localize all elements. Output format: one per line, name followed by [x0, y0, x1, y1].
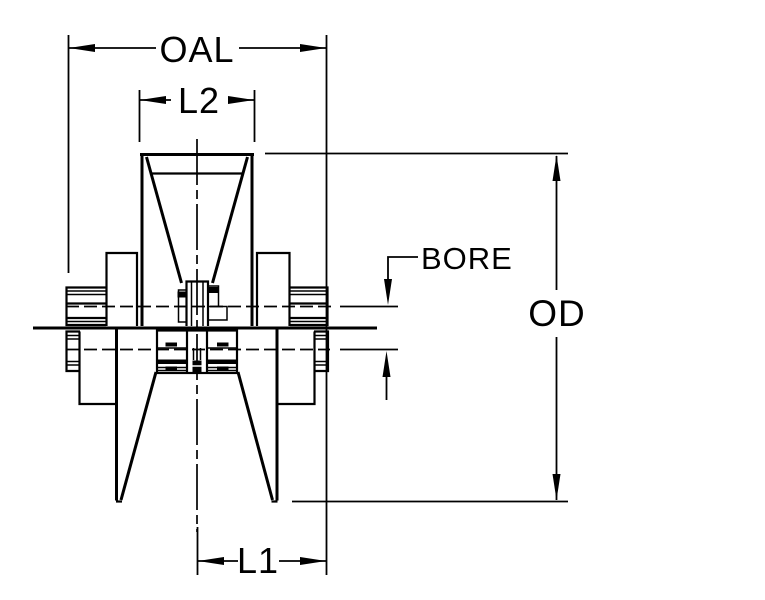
lower-hub-right-key — [217, 342, 229, 347]
lower-hub-left-pad — [165, 366, 177, 370]
upper-hub-blocks — [105, 251, 291, 326]
oal-arrowhead-right — [300, 44, 326, 52]
upper-left-stub-outline — [65, 286, 106, 327]
oal-arrowhead-left — [69, 44, 95, 52]
lower-left-stub-outline — [65, 330, 80, 373]
l1-arrowhead-left — [198, 557, 224, 565]
hub-left-lock-bar — [177, 291, 187, 298]
l1-label: L1 — [237, 540, 279, 581]
od-arrowhead-up — [552, 155, 561, 181]
l2-dimension: L2 — [138, 80, 256, 142]
od-arrowhead-down — [552, 474, 561, 500]
upper-hub-detail — [177, 280, 228, 326]
oal-label: OAL — [159, 29, 234, 70]
upper-left-stub-ribs — [66, 290, 106, 323]
oal-dimension: OAL — [67, 29, 328, 575]
lower-hub-outline — [155, 329, 239, 375]
lower-right-hub-block — [277, 331, 316, 406]
left-leg-inner — [119, 371, 158, 501]
bore-dimension: BORE — [340, 241, 513, 400]
bore-arrowhead-down — [384, 279, 392, 305]
lower-hub-right-bar — [207, 359, 237, 364]
l1-arrowhead-right — [300, 557, 326, 565]
hub-left-step — [177, 289, 187, 307]
lower-shaft-stubs — [65, 330, 330, 373]
lower-right-stub-outline — [314, 330, 330, 373]
upper-right-hub-block — [255, 251, 291, 326]
l2-label: L2 — [178, 80, 220, 121]
upper-right-stub-outline — [290, 286, 329, 327]
hub-right-lower-step — [208, 305, 228, 321]
right-leg-inner — [236, 371, 274, 501]
lower-hub-assembly — [155, 329, 239, 375]
lower-hub-blocks — [78, 331, 316, 406]
lower-hub-right-pad — [217, 366, 229, 370]
bore-leader — [387, 256, 418, 282]
od-label: OD — [528, 293, 586, 334]
upper-sheave-section — [140, 153, 254, 326]
bore-label: BORE — [421, 241, 513, 276]
hub-left-lower-step — [177, 305, 187, 323]
upper-right-stub-ribs — [290, 290, 328, 323]
bore-arrowhead-up — [382, 351, 391, 377]
lower-hub-left-key — [165, 342, 177, 347]
groove-right-flank — [211, 156, 249, 284]
upper-shaft-stubs — [65, 286, 329, 327]
upper-left-hub-block — [105, 251, 139, 326]
hub-right-lock-bar — [208, 287, 219, 293]
lower-left-stub-ribs — [66, 334, 80, 366]
l2-arrowhead-right — [228, 96, 254, 104]
od-dimension: OD — [265, 152, 586, 503]
groove-left-flank — [145, 156, 183, 284]
hub-right-step — [208, 285, 220, 307]
hub-sleeve-outline — [185, 280, 210, 326]
l2-arrowhead-left — [140, 96, 166, 104]
lower-hub-left-bar — [157, 359, 187, 364]
lower-flange-legs — [115, 329, 279, 503]
center-axis-lines — [66, 139, 332, 532]
l1-dimension: L1 — [196, 527, 326, 581]
lower-left-hub-block — [78, 331, 117, 406]
